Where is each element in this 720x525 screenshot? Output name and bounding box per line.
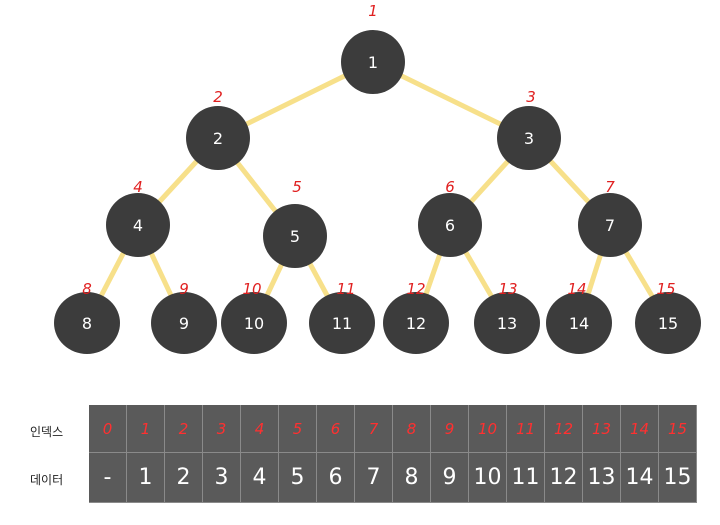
data-cell: 5 xyxy=(279,453,317,503)
tree-node-value: 5 xyxy=(290,227,300,246)
data-cell: 13 xyxy=(583,453,621,503)
tree-node-value: 11 xyxy=(332,314,352,333)
index-cell: 15 xyxy=(659,405,697,453)
tree-node-circle xyxy=(635,292,701,354)
tree-node: 6 xyxy=(418,193,482,257)
tree-node-index-label: 12 xyxy=(406,280,425,298)
tree-node: 7 xyxy=(578,193,642,257)
data-row-label: 데이터 xyxy=(30,473,64,487)
tree-node: 1 xyxy=(341,30,405,94)
tree-node-circle xyxy=(263,204,327,268)
tree-node-value: 10 xyxy=(244,314,264,333)
data-cell: 9 xyxy=(431,453,469,503)
index-cell: 9 xyxy=(431,405,469,453)
tree-node-index-label: 3 xyxy=(526,88,536,106)
tree-node-index-label: 2 xyxy=(213,88,223,106)
tree-node-value: 8 xyxy=(82,314,92,333)
tree-node: 8 xyxy=(54,292,120,354)
index-cell: 1 xyxy=(127,405,165,453)
data-cell: - xyxy=(89,453,127,503)
data-cell: 14 xyxy=(621,453,659,503)
data-cell: 7 xyxy=(355,453,393,503)
tree-node: 14 xyxy=(546,292,612,354)
tree-node-value: 12 xyxy=(406,314,426,333)
tree-node-index-label: 11 xyxy=(336,280,355,298)
index-cell: 10 xyxy=(469,405,507,453)
tree-node: 15 xyxy=(635,292,701,354)
data-cell: 4 xyxy=(241,453,279,503)
tree-node: 4 xyxy=(106,193,170,257)
tree-node-circle xyxy=(341,30,405,94)
tree-node-value: 7 xyxy=(605,216,615,235)
tree-node-index-label: 5 xyxy=(292,178,302,196)
tree-node-value: 1 xyxy=(368,53,378,72)
index-cell: 8 xyxy=(393,405,431,453)
tree-node-index-label: 10 xyxy=(242,280,261,298)
tree-node: 13 xyxy=(474,292,540,354)
tree-node: 9 xyxy=(151,292,217,354)
data-cell: 6 xyxy=(317,453,355,503)
tree-node-index-label: 15 xyxy=(656,280,675,298)
tree-node-circle xyxy=(221,292,287,354)
data-cell: 8 xyxy=(393,453,431,503)
tree-node-circle xyxy=(186,106,250,170)
tree-node: 5 xyxy=(263,204,327,268)
data-cell: 2 xyxy=(165,453,203,503)
tree-node-value: 2 xyxy=(213,129,223,148)
index-cell: 3 xyxy=(203,405,241,453)
tree-node-circle xyxy=(546,292,612,354)
index-cell: 5 xyxy=(279,405,317,453)
tree-node: 11 xyxy=(309,292,375,354)
tree-node-index-label: 1 xyxy=(368,2,378,20)
index-cell: 6 xyxy=(317,405,355,453)
index-cell: 7 xyxy=(355,405,393,453)
tree-node-circle xyxy=(497,106,561,170)
tree-node-circle xyxy=(151,292,217,354)
data-cell: 3 xyxy=(203,453,241,503)
index-cell: 4 xyxy=(241,405,279,453)
tree-node-circle xyxy=(106,193,170,257)
index-cell: 0 xyxy=(89,405,127,453)
tree-node-value: 9 xyxy=(179,314,189,333)
tree-node-index-label: 8 xyxy=(82,280,92,298)
tree-node-circle xyxy=(578,193,642,257)
tree-node-index-label: 6 xyxy=(445,178,455,196)
data-cell: 11 xyxy=(507,453,545,503)
tree-node-circle xyxy=(418,193,482,257)
index-cell: 2 xyxy=(165,405,203,453)
tree-node-value: 6 xyxy=(445,216,455,235)
data-cell: 12 xyxy=(545,453,583,503)
index-cell: 14 xyxy=(621,405,659,453)
tree-node-circle xyxy=(309,292,375,354)
data-cell: 10 xyxy=(469,453,507,503)
index-cell: 13 xyxy=(583,405,621,453)
tree-node: 12 xyxy=(383,292,449,354)
data-cell: 1 xyxy=(127,453,165,503)
index-cell: 11 xyxy=(507,405,545,453)
index-cell: 12 xyxy=(545,405,583,453)
tree-node-value: 3 xyxy=(524,129,534,148)
tree-node-circle xyxy=(474,292,540,354)
tree-node: 2 xyxy=(186,106,250,170)
tree-node-index-label: 4 xyxy=(133,178,143,196)
tree-node-value: 13 xyxy=(497,314,517,333)
tree-node-index-label: 9 xyxy=(179,280,189,298)
tree-node: 10 xyxy=(221,292,287,354)
tree-node-circle xyxy=(383,292,449,354)
tree-node-index-label: 14 xyxy=(567,280,586,298)
tree-node-index-label: 13 xyxy=(498,280,517,298)
tree-node-circle xyxy=(54,292,120,354)
index-row-label: 인덱스 xyxy=(30,425,64,439)
data-cell: 15 xyxy=(659,453,697,503)
tree-node: 3 xyxy=(497,106,561,170)
tree-node-index-label: 7 xyxy=(605,178,615,196)
tree-node-value: 15 xyxy=(658,314,678,333)
tree-node-value: 4 xyxy=(133,216,143,235)
tree-node-value: 14 xyxy=(569,314,589,333)
